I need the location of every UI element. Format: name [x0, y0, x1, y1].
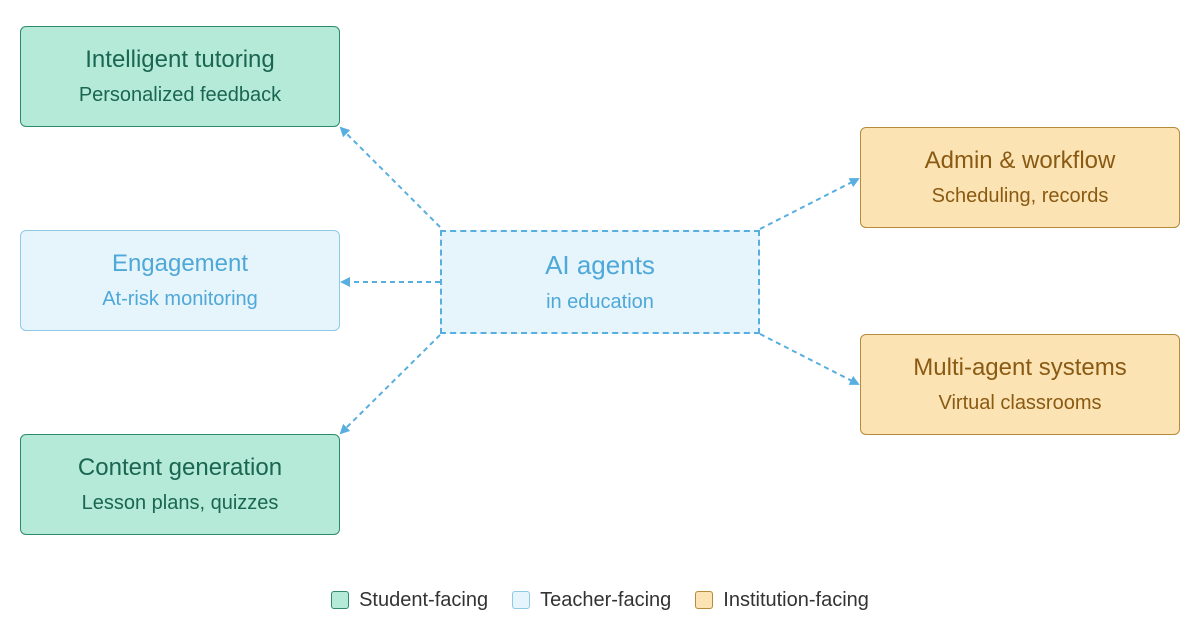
- node-title: Multi-agent systems: [913, 354, 1127, 381]
- connector-content: [339, 334, 441, 435]
- center-node-subtitle: in education: [546, 290, 654, 313]
- legend-item-institution: Institution-facing: [695, 589, 869, 612]
- node-content-generation: Content generation Lesson plans, quizzes: [20, 434, 340, 535]
- legend-label: Institution-facing: [723, 588, 869, 611]
- connector-tutoring: [339, 126, 441, 228]
- legend: Student-facing Teacher-facing Institutio…: [0, 586, 1200, 614]
- node-multi-agent-systems: Multi-agent systems Virtual classrooms: [860, 334, 1180, 435]
- node-subtitle: Lesson plans, quizzes: [81, 492, 279, 514]
- node-title: Content generation: [77, 454, 283, 481]
- node-engagement: Engagement At-risk monitoring: [20, 230, 340, 331]
- node-subtitle: Scheduling, records: [931, 185, 1109, 207]
- connector-admin: [759, 178, 860, 230]
- node-title: Intelligent tutoring: [85, 46, 275, 73]
- connector-multi: [759, 333, 860, 385]
- legend-label: Student-facing: [359, 588, 489, 611]
- node-title: Admin & workflow: [924, 147, 1116, 174]
- legend-swatch-student: [331, 591, 350, 609]
- node-subtitle: Virtual classrooms: [938, 392, 1102, 414]
- node-admin-workflow: Admin & workflow Scheduling, records: [860, 127, 1180, 228]
- node-title: Engagement: [111, 250, 249, 277]
- node-subtitle: At-risk monitoring: [102, 288, 258, 310]
- legend-label: Teacher-facing: [540, 588, 672, 611]
- node-subtitle: Personalized feedback: [78, 84, 282, 106]
- center-node-ai-agents: AI agents in education: [440, 230, 760, 334]
- node-intelligent-tutoring: Intelligent tutoring Personalized feedba…: [20, 26, 340, 127]
- center-node-title: AI agents: [545, 249, 655, 280]
- legend-swatch-institution: [695, 591, 714, 609]
- legend-swatch-teacher: [512, 591, 531, 609]
- legend-item-student: Student-facing: [331, 589, 488, 612]
- legend-item-teacher: Teacher-facing: [512, 589, 671, 612]
